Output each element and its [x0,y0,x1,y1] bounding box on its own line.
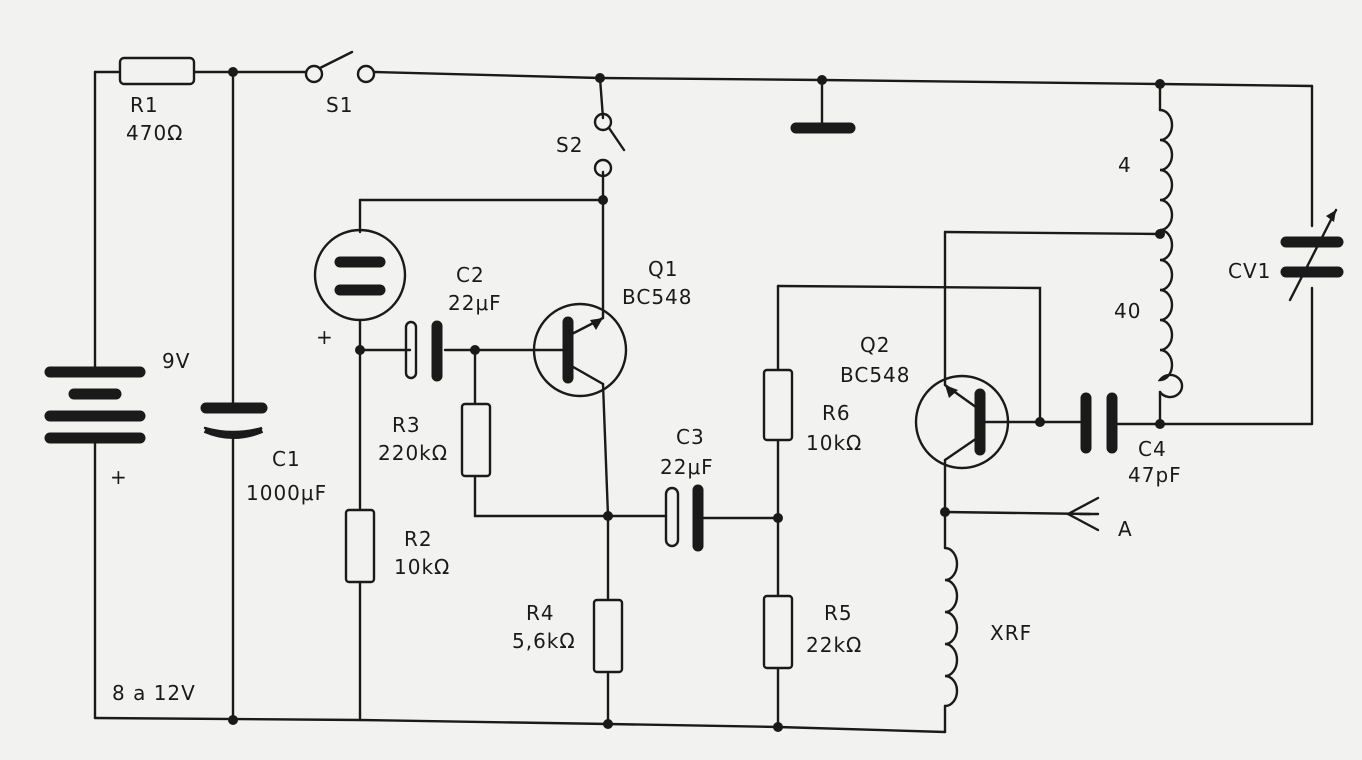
c3-value: 22μF [660,455,714,479]
r2-value: 10kΩ [394,555,450,579]
r6-value: 10kΩ [806,431,862,455]
variable-capacitor-cv1-symbol [1280,208,1344,302]
resistor-r6-symbol [762,368,794,442]
s2-name: S2 [556,133,583,157]
r4-name: R4 [526,601,555,625]
r5-name: R5 [824,601,853,625]
r3-value: 220kΩ [378,441,448,465]
r3-name: R3 [392,413,421,437]
resistor-r1-symbol [118,56,196,86]
c4-value: 47pF [1128,463,1182,487]
r2-name: R2 [404,527,433,551]
cv1-name: CV1 [1228,259,1271,283]
c4-name: C4 [1138,437,1167,461]
switch-s1-symbol [304,50,376,84]
r1-value: 470Ω [126,121,183,145]
supply-range-label: 8 a 12V [112,681,196,705]
c1-name: C1 [272,447,301,471]
inductor-l1-symbol [1157,108,1184,399]
transistor-q2-symbol [914,374,1010,470]
q1-name: Q1 [648,257,678,281]
capacitor-c3-symbol [664,484,704,552]
battery-symbol [44,366,146,444]
c3-name: C3 [676,425,705,449]
neon-plus-label: + [316,325,334,349]
q2-value: BC548 [840,363,911,387]
r1-name: R1 [130,93,159,117]
r6-name: R6 [822,401,851,425]
xrf-name: XRF [990,621,1032,645]
antenna-label: A [1118,517,1133,541]
q2-name: Q2 [860,333,890,357]
switch-s2-symbol [593,112,626,178]
c2-name: C2 [456,263,485,287]
q1-value: BC548 [622,285,693,309]
transistor-q1-symbol [532,302,628,398]
resistor-r5-symbol [762,594,794,670]
junction-dots [228,67,1165,732]
inductor-xrf-symbol [943,546,959,708]
resistor-r4-symbol [592,598,624,674]
capacitor-c1-symbol [200,402,268,439]
c1-value: 1000μF [246,481,327,505]
capacitor-c2-symbol [404,320,443,382]
antenna-terminal-symbol [1066,496,1100,532]
battery-plus-label: + [110,465,128,489]
r5-value: 22kΩ [806,633,862,657]
r4-value: 5,6kΩ [512,629,576,653]
supply-voltage-label: 9V [162,349,190,373]
neon-lamp-symbol [313,228,407,322]
resistor-r2-symbol [344,508,376,584]
resistor-r3-symbol [460,402,492,478]
coil-tap-turns-top: 4 [1118,153,1132,177]
s1-name: S1 [326,93,353,117]
capacitor-c4-symbol [1080,392,1118,454]
coil-tap-turns-bottom: 40 [1114,299,1141,323]
c2-value: 22μF [448,291,502,315]
